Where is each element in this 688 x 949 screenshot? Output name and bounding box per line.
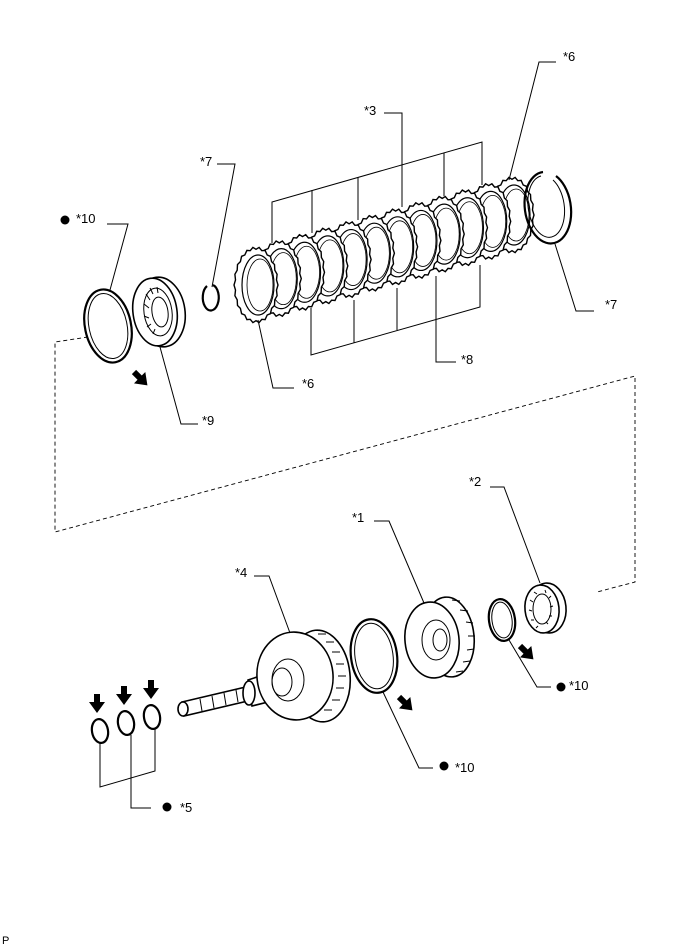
- seal-rings-5: [90, 704, 162, 744]
- o-ring-small: [487, 598, 517, 642]
- callout-8: *8: [461, 352, 473, 367]
- clutch-plate-stack: [233, 176, 535, 324]
- callout-7-right: *7: [605, 297, 617, 312]
- callout-6-top: *6: [563, 49, 575, 64]
- input-shaft-drum-4: [177, 629, 352, 723]
- o-ring-top-left: [83, 288, 133, 364]
- o-ring-center: [349, 618, 399, 694]
- callout-9: *9: [202, 413, 214, 428]
- arrow-icon: [396, 694, 413, 711]
- arrow-icon: [89, 694, 105, 713]
- arrow-icon: [116, 686, 132, 705]
- callout-1: *1: [352, 510, 364, 525]
- callout-7-left: *7: [200, 154, 212, 169]
- callout-10-bottom: *10: [455, 760, 475, 775]
- piston-part-9: [131, 276, 187, 348]
- snap-ring-7-right: [523, 170, 573, 245]
- marker-dot: [162, 802, 172, 812]
- bullet-markers: [60, 215, 566, 812]
- leader-lines: [99, 61, 594, 809]
- callout-10-top-left: *10: [76, 211, 96, 226]
- arrow-icon: [517, 643, 534, 660]
- callout-10-right: *10: [569, 678, 589, 693]
- assembly-boundary-dashed: [54, 336, 636, 593]
- callout-4: *4: [235, 565, 247, 580]
- callout-5: *5: [180, 800, 192, 815]
- callout-3: *3: [364, 103, 376, 118]
- clutch-plate: [233, 246, 279, 324]
- marker-dot: [556, 682, 566, 692]
- arrow-icon: [143, 680, 159, 699]
- callout-2: *2: [469, 474, 481, 489]
- marker-dot: [439, 761, 449, 771]
- marker-dot: [60, 215, 70, 225]
- arrow-icon: [131, 369, 148, 386]
- needle-bearing-2: [524, 582, 567, 634]
- callout-labels: *6 *3 *7 *10 *7 *8 *6 *9 *2 *1 *4 *10 *1…: [2, 49, 617, 947]
- snap-ring-7-left: [201, 284, 220, 312]
- figure-corner-code: P: [2, 935, 9, 947]
- clutch-hub-1: [404, 596, 476, 679]
- callout-6-bottom: *6: [302, 376, 314, 391]
